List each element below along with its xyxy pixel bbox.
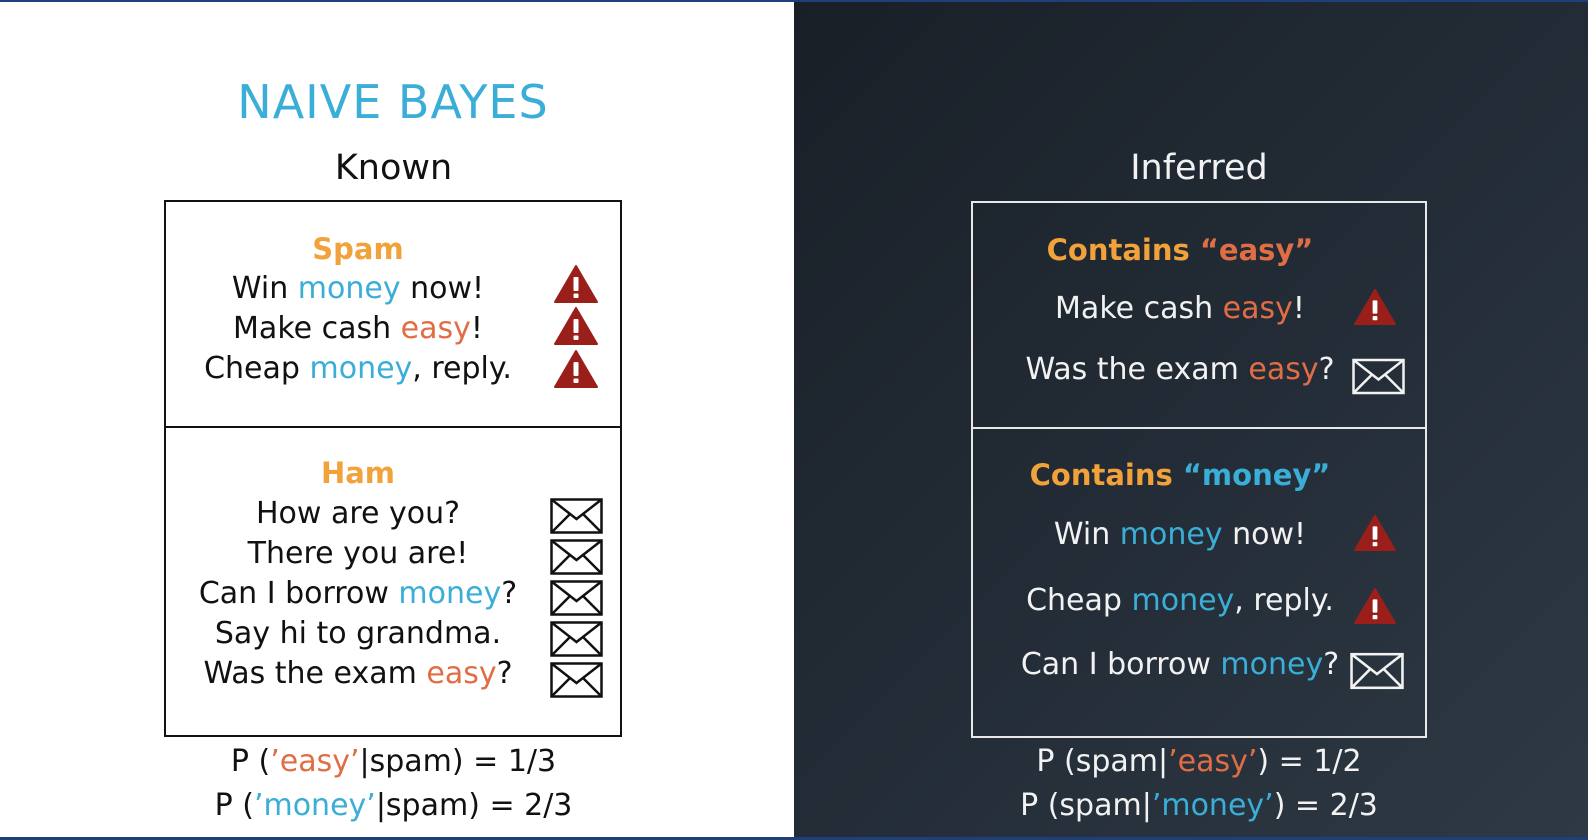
text: Can I borrow (1020, 647, 1221, 682)
known-panel (0, 2, 794, 837)
spam-title: Spam (312, 232, 404, 266)
keyword-money: money (1131, 583, 1235, 618)
money-row-3: Can I borrow money? (971, 647, 1389, 682)
formula-money-given-spam: P (’money’|spam) = 2/3 (165, 788, 622, 823)
text: ! (470, 311, 483, 346)
text: There you are! (247, 536, 469, 571)
text: Cheap (1026, 583, 1132, 618)
text: ! (1292, 291, 1305, 326)
ham-title: Ham (320, 456, 396, 490)
text: Cheap (204, 351, 310, 386)
keyword-easy: “easy” (1199, 233, 1314, 267)
keyword-money: money (398, 576, 502, 611)
money-row-2: Cheap money, reply. (971, 583, 1389, 618)
spam-row-2: Make cash easy! (165, 311, 551, 346)
text: now! (1222, 517, 1307, 552)
warning-icon (554, 307, 598, 345)
warning-icon (554, 350, 598, 388)
text: Was the exam (203, 656, 427, 691)
envelope-icon (550, 621, 603, 657)
easy-row-2: Was the exam easy? (971, 352, 1389, 387)
keyword-easy: ’easy’ (1168, 744, 1258, 779)
envelope-icon (1352, 358, 1405, 395)
keyword-money: ’money’ (1151, 788, 1274, 823)
text: Can I borrow (198, 576, 399, 611)
text: Make cash (233, 311, 401, 346)
text: P ( (214, 788, 254, 823)
text: Contains (1029, 458, 1183, 492)
ham-row-5: Was the exam easy? (165, 656, 551, 691)
contains-easy-title: Contains “easy” (971, 233, 1389, 267)
contains-money-box (971, 427, 1427, 738)
spam-row-3: Cheap money, reply. (165, 351, 551, 386)
text: ) = 2/3 (1273, 788, 1378, 823)
keyword-money: money (1119, 517, 1223, 552)
keyword-easy: ’easy’ (270, 744, 360, 779)
text: ? (1323, 647, 1340, 682)
ham-row-1: How are you? (165, 496, 551, 531)
inferred-heading: Inferred (1130, 148, 1268, 188)
text: ? (496, 656, 513, 691)
keyword-easy: easy (1248, 352, 1319, 387)
keyword-money: “money” (1182, 458, 1331, 492)
text: P ( (230, 744, 271, 779)
ham-row-2: There you are! (165, 536, 551, 571)
inferred-panel (794, 2, 1588, 837)
money-row-1: Win money now! (971, 517, 1389, 552)
text: , reply. (412, 351, 512, 386)
warning-icon (554, 265, 598, 303)
ham-row-4: Say hi to grandma. (165, 616, 551, 651)
keyword-easy: easy (426, 656, 497, 691)
keyword-money: ’money’ (253, 788, 376, 823)
ham-row-3: Can I borrow money? (165, 576, 551, 611)
easy-row-1: Make cash easy! (971, 291, 1389, 326)
formula-spam-given-money: P (spam|’money’) = 2/3 (971, 788, 1427, 823)
envelope-icon (1350, 652, 1404, 690)
text: now! (400, 271, 485, 306)
contains-money-title: Contains “money” (971, 458, 1389, 492)
text: P (spam| (1036, 744, 1169, 779)
envelope-icon (550, 539, 603, 575)
keyword-easy: easy (400, 311, 471, 346)
top-border (0, 0, 1588, 2)
text: Say hi to grandma. (214, 616, 502, 651)
envelope-icon (550, 580, 603, 616)
keyword-money: money (1220, 647, 1324, 682)
text: Contains (1046, 233, 1200, 267)
text: , reply. (1234, 583, 1334, 618)
warning-icon (1354, 514, 1396, 552)
warning-icon (1354, 587, 1396, 625)
text: |spam) = 1/3 (359, 744, 557, 779)
envelope-icon (550, 498, 603, 534)
formula-spam-given-easy: P (spam|’easy’) = 1/2 (971, 744, 1427, 779)
warning-icon (1354, 288, 1396, 326)
text: Win (1053, 517, 1120, 552)
keyword-easy: easy (1222, 291, 1293, 326)
keyword-money: money (297, 271, 401, 306)
keyword-money: money (309, 351, 413, 386)
envelope-icon (550, 662, 603, 698)
text: |spam) = 2/3 (375, 788, 573, 823)
page-title: NAIVE BAYES (237, 75, 549, 129)
spam-row-1: Win money now! (165, 271, 551, 306)
known-heading: Known (334, 148, 453, 188)
ham-box (164, 426, 622, 737)
text: P (spam| (1020, 788, 1152, 823)
bottom-border (0, 837, 1588, 840)
text: ? (1318, 352, 1335, 387)
text: How are you? (255, 496, 461, 531)
text: ) = 1/2 (1257, 744, 1362, 779)
text: ? (501, 576, 518, 611)
formula-easy-given-spam: P (’easy’|spam) = 1/3 (165, 744, 622, 779)
text: Make cash (1055, 291, 1223, 326)
text: Win (231, 271, 298, 306)
text: Was the exam (1025, 352, 1249, 387)
